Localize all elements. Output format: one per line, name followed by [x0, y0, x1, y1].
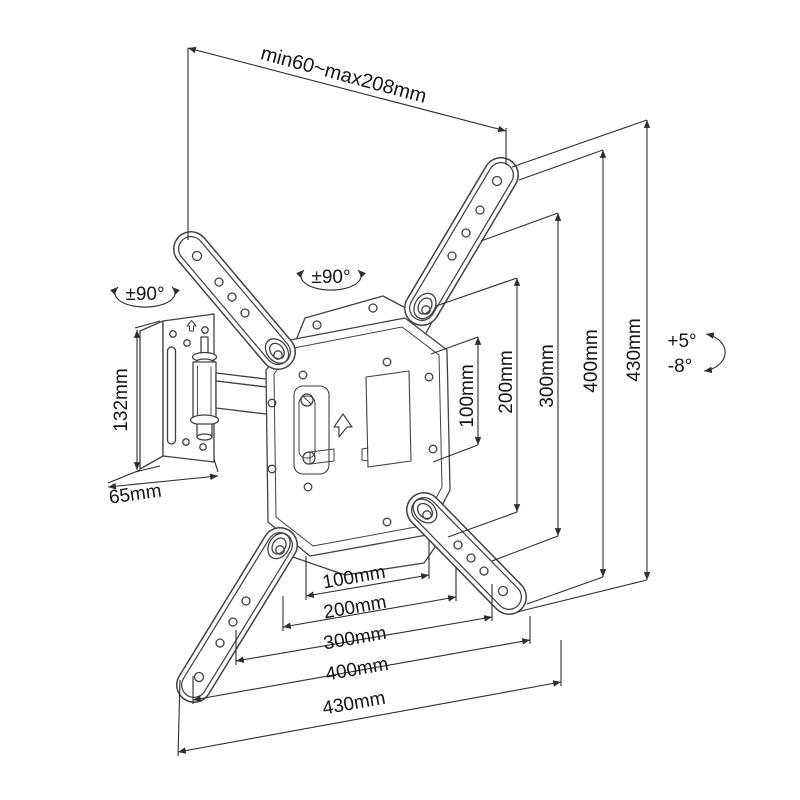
dim-label-wall-plate-height: 132mm: [111, 368, 132, 431]
dim-label-wall-plate-width: 65mm: [108, 480, 163, 508]
dimension-vesa-horizontal-430: [177, 640, 562, 757]
vesa-arm-top-left: [173, 231, 296, 370]
dimension-vesa-horizontal-100: [305, 540, 430, 600]
dim-label-vesa-vertical-200: 200mm: [496, 350, 517, 413]
vesa-arm-top-right: [404, 157, 519, 326]
orientation-up-arrow: [333, 413, 353, 438]
dim-label-vesa-vertical-400: 400mm: [581, 329, 602, 392]
tilt-label-up: +5°: [667, 331, 696, 352]
dim-label-vesa-horizontal-200: 200mm: [322, 592, 388, 624]
dimension-arm-extension: [187, 46, 507, 240]
dimension-wall-plate-height: [133, 320, 161, 473]
swivel-symbol-vesa: [296, 269, 366, 291]
dim-label-vesa-horizontal-400: 400mm: [324, 654, 390, 686]
dim-label-vesa-vertical-430: 430mm: [624, 318, 645, 381]
dimension-vesa-vertical-400: [518, 149, 607, 605]
vesa-arm-bottom-right: [406, 492, 527, 615]
swivel-label-vesa: ±90°: [311, 267, 350, 288]
dimension-vesa-vertical-200: [435, 277, 521, 538]
dim-label-vesa-vertical-300: 300mm: [537, 344, 558, 407]
dimension-vesa-vertical-300: [480, 212, 562, 562]
dim-label-vesa-horizontal-430: 430mm: [321, 688, 387, 720]
dimension-wall-plate-width: [107, 458, 219, 490]
dim-label-vesa-vertical-100: 100mm: [457, 364, 478, 427]
dimension-vesa-vertical-430: [511, 119, 651, 613]
swivel-label-wall: ±90°: [125, 284, 164, 305]
dimension-vesa-vertical-100: [430, 336, 482, 463]
dim-label-arm-extension: min60~max208mm: [258, 42, 429, 107]
dim-label-vesa-horizontal-300: 300mm: [322, 623, 388, 655]
swivel-symbol-wall: [110, 286, 180, 308]
vesa-arm-bottom-left: [176, 527, 298, 703]
tilt-symbol: [703, 332, 726, 374]
tilt-label-down: -8°: [668, 356, 693, 377]
